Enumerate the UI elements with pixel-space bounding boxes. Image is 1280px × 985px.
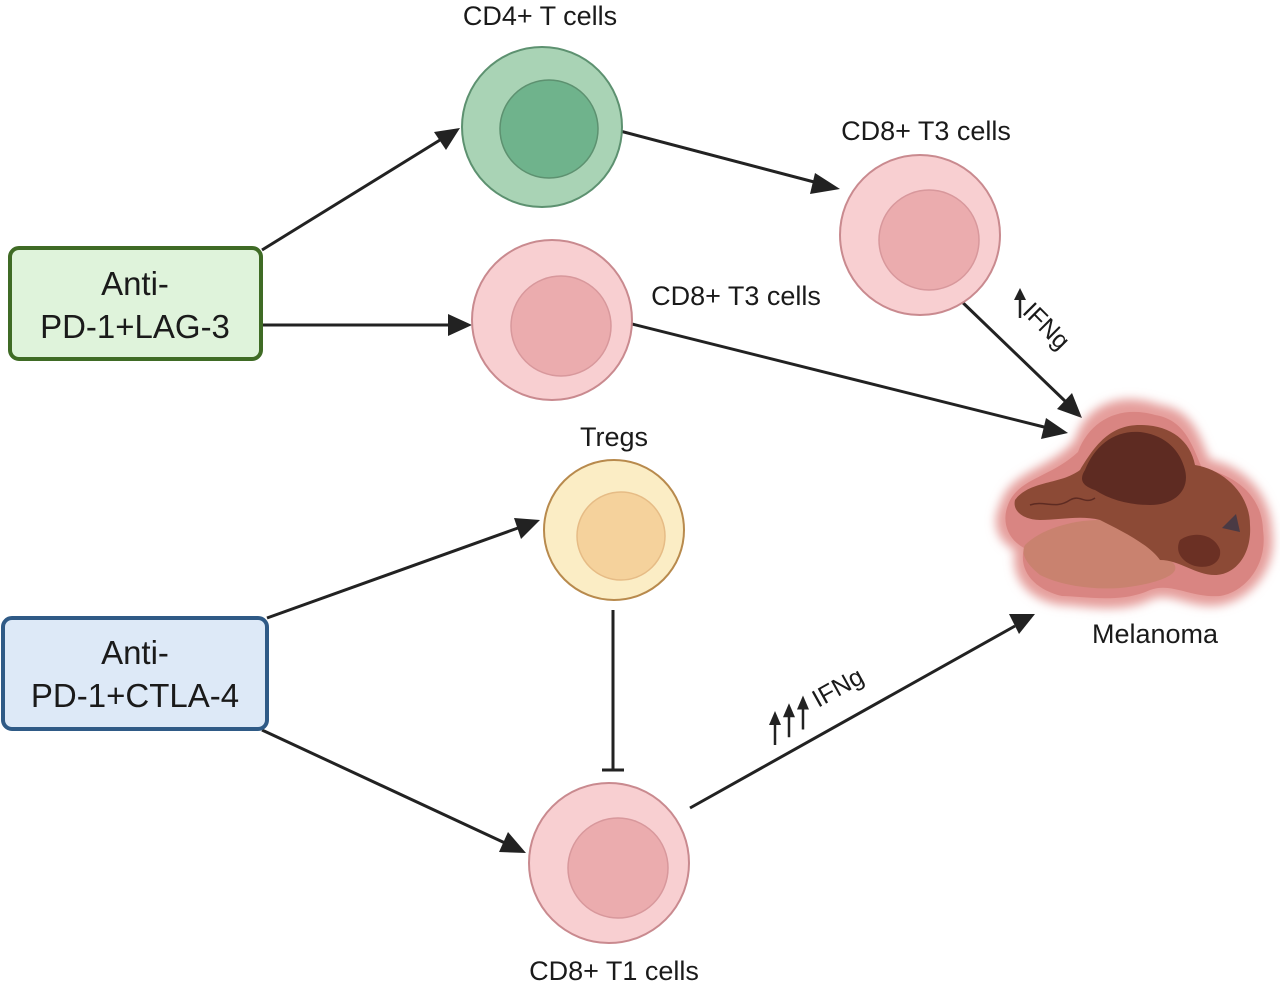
arrowhead-icon (514, 518, 540, 539)
cell-cd8-t3-mid: CD8+ T3 cells (471, 239, 821, 401)
arrowhead-icon (810, 173, 840, 194)
drug-lag3-line2: PD-1+LAG-3 (40, 308, 230, 345)
up-arrow-icon (796, 695, 809, 730)
label-cd8-t1: CD8+ T1 cells (529, 956, 699, 985)
arrowhead-icon (434, 128, 460, 150)
arrow-cd8-mid-to-melanoma (631, 322, 1049, 430)
up-arrow-icon (769, 711, 781, 745)
melanoma-tumor-icon: Melanoma (995, 399, 1273, 649)
arrow-ctla4-to-cd8-t1 (261, 728, 506, 845)
cell-cd8-t3-top: CD8+ T3 cells (839, 116, 1011, 316)
ifng-triple-annotation: IFNg (769, 662, 868, 745)
arrowhead-icon (448, 314, 472, 336)
arrow-lag3-to-cd4 (261, 138, 441, 252)
drug-lag3-line1: Anti- (101, 265, 169, 302)
arrow-cd8-t1-to-melanoma (689, 624, 1016, 810)
label-tregs: Tregs (580, 422, 648, 452)
drug-box-lag3: Anti- PD-1+LAG-3 (8, 246, 263, 361)
up-arrow-icon (782, 703, 795, 738)
label-cd4-t-cells: CD4+ T cells (463, 1, 617, 31)
arrow-cd4-to-cd8-top (619, 129, 819, 185)
arrowhead-icon (499, 832, 526, 853)
label-cd8-t3-top: CD8+ T3 cells (841, 116, 1011, 146)
cell-cd8-t1: CD8+ T1 cells (528, 782, 699, 985)
drug-box-ctla4: Anti- PD-1+CTLA-4 (1, 616, 269, 731)
ifng-single-annotation: IFNg (1014, 288, 1075, 355)
drug-ctla4-line2: PD-1+CTLA-4 (31, 677, 239, 714)
ifng-single-label: IFNg (1017, 297, 1075, 355)
cell-tregs: Tregs (543, 422, 685, 601)
arrowhead-icon (1014, 288, 1026, 300)
cell-cd4-t: CD4+ T cells (461, 1, 623, 208)
ifng-triple-label: IFNg (807, 662, 868, 713)
arrows (261, 128, 1082, 853)
arrowhead-icon (1041, 418, 1068, 439)
label-melanoma: Melanoma (1092, 619, 1219, 649)
arrowhead-icon (1009, 614, 1035, 634)
label-cd8-t3-mid: CD8+ T3 cells (651, 281, 821, 311)
arrowhead-icon (1057, 393, 1082, 418)
drug-ctla4-line1: Anti- (101, 634, 169, 671)
arrow-cd8-top-to-melanoma (956, 296, 1068, 404)
arrow-ctla4-to-tregs (266, 526, 519, 620)
